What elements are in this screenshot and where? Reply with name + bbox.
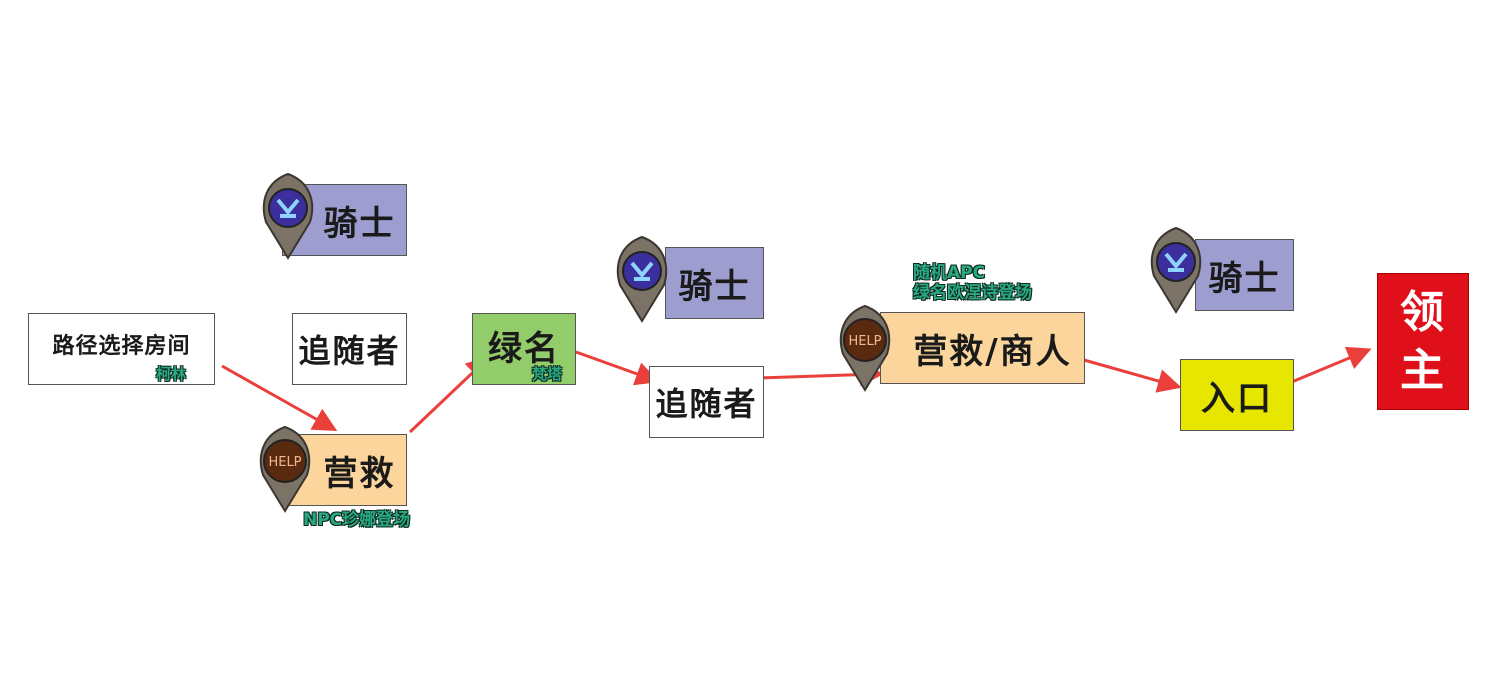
knight-badge-icon bbox=[616, 235, 668, 323]
node-rescue-1: 营救 bbox=[282, 434, 407, 506]
node-note: 绿名欧涅诗登场 bbox=[913, 283, 1032, 303]
node-label: 路径选择房间 bbox=[52, 334, 191, 359]
knight-badge-icon bbox=[262, 172, 314, 260]
node-knight-3: 骑士 bbox=[1195, 239, 1294, 311]
node-rescue-merchant: 营救/商人 bbox=[880, 312, 1085, 384]
node-follower-2: 追随者 bbox=[649, 366, 764, 438]
help-text: HELP bbox=[848, 334, 881, 349]
node-path-room: 路径选择房间 bbox=[28, 313, 215, 385]
node-label: 追随者 bbox=[655, 385, 758, 423]
arrow-green-to-follower bbox=[575, 350, 660, 386]
node-label: 骑士 bbox=[323, 203, 396, 244]
knight-badge-icon bbox=[1150, 226, 1202, 314]
node-label: 主 bbox=[1400, 344, 1446, 396]
node-sub: 柯林 bbox=[156, 365, 187, 383]
arrow-entrance-to-boss bbox=[1286, 346, 1372, 386]
node-green-name: 绿名 bbox=[472, 313, 576, 385]
help-badge-icon: HELP bbox=[839, 304, 891, 392]
node-note: 随机APC bbox=[913, 263, 986, 283]
node-label: 绿名 bbox=[488, 328, 560, 369]
node-sub: NPC珍娜登场 bbox=[303, 510, 411, 530]
node-label: 追随者 bbox=[298, 332, 401, 370]
node-label: 营救 bbox=[323, 453, 396, 494]
node-label: 营救/商人 bbox=[913, 331, 1072, 372]
node-knight-2: 骑士 bbox=[665, 247, 764, 319]
node-boss: 领 主 bbox=[1377, 273, 1469, 410]
help-badge-icon: HELP bbox=[259, 425, 311, 513]
node-label: 骑士 bbox=[678, 266, 751, 307]
node-entrance: 入口 bbox=[1180, 359, 1294, 431]
node-sub: 梵塔 bbox=[532, 365, 563, 383]
arrow-merchant-to-entrance bbox=[1083, 358, 1182, 393]
arrow-path-to-rescue bbox=[221, 364, 338, 431]
node-label: 骑士 bbox=[1208, 258, 1281, 299]
node-label: 领 bbox=[1400, 286, 1446, 338]
node-label: 入口 bbox=[1201, 378, 1273, 419]
help-text: HELP bbox=[268, 455, 301, 470]
node-follower-1: 追随者 bbox=[292, 313, 407, 385]
